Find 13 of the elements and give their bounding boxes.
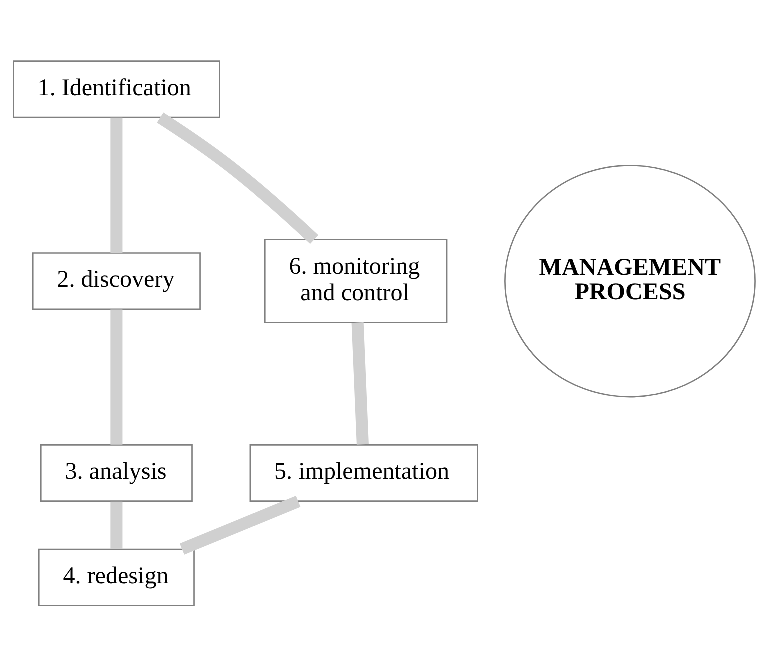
node-box: 2. discovery	[32, 252, 201, 310]
node-box: 1. Identification	[13, 60, 220, 118]
connector	[352, 322, 369, 444]
connector	[110, 117, 123, 252]
connector	[110, 501, 123, 549]
node-box: 6. monitoring and control	[264, 238, 448, 323]
node-box: 4. redesign	[38, 548, 195, 606]
node-box: 5. implementation	[250, 444, 478, 502]
connector	[110, 309, 123, 444]
connector	[180, 496, 301, 554]
node-circle: MANAGEMENT PROCESS	[504, 164, 756, 398]
connector	[157, 112, 319, 244]
node-box: 3. analysis	[40, 444, 193, 502]
